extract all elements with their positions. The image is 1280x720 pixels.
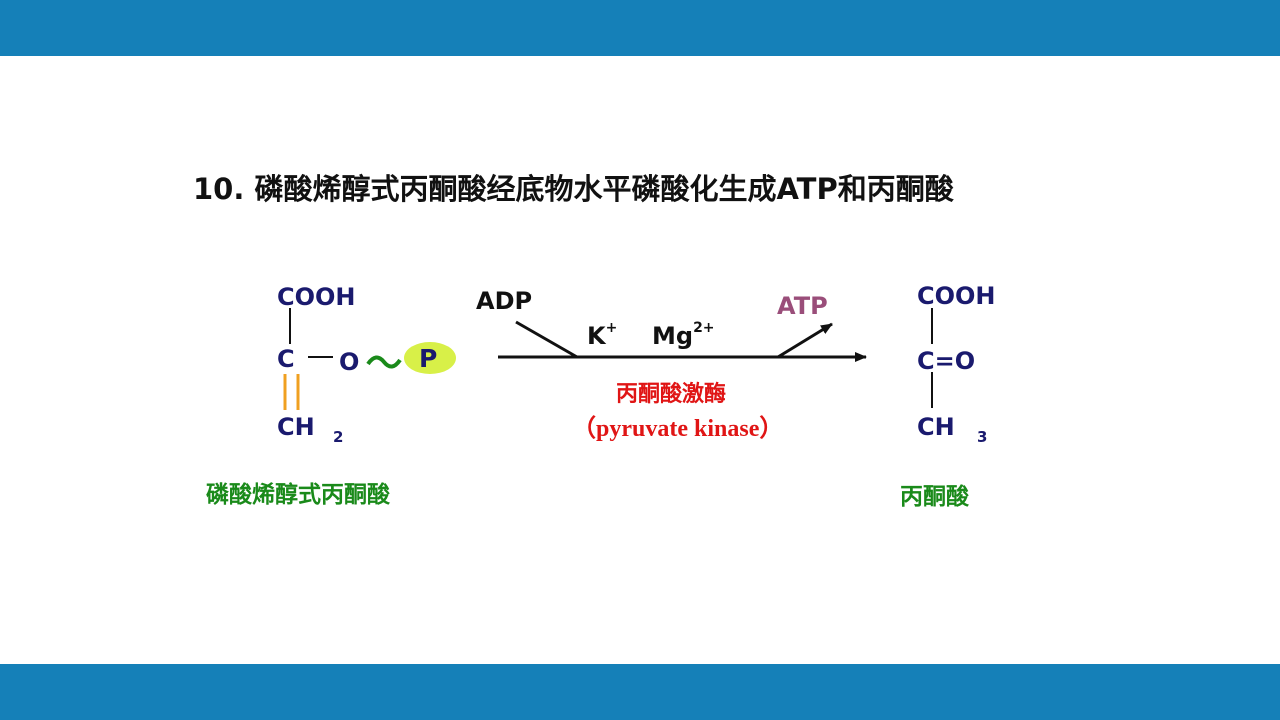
atp-label: ATP xyxy=(777,292,828,320)
substrate-subscript: 2 xyxy=(333,428,344,446)
product-cooh: COOH xyxy=(917,282,996,310)
adp-input-line xyxy=(515,320,578,359)
phosphate-highlight xyxy=(404,342,456,374)
high-energy-bond-squiggle xyxy=(366,355,402,369)
footer-bar xyxy=(0,664,1280,720)
slide-title: 10. 磷酸烯醇式丙酮酸经底物水平磷酸化生成ATP和丙酮酸 xyxy=(193,172,954,206)
substrate-name: 磷酸烯醇式丙酮酸 xyxy=(206,482,390,508)
magnesium-ion: Mg2+ xyxy=(652,320,715,350)
potassium-ion: K+ xyxy=(587,320,618,350)
product-subscript: 3 xyxy=(977,428,988,446)
substrate-c: C xyxy=(277,345,295,373)
adp-label: ADP xyxy=(476,287,533,315)
product-carbonyl: C=O xyxy=(917,347,976,375)
product-ch: CH xyxy=(917,413,955,441)
atp-output-line xyxy=(777,322,833,359)
substrate-cooh: COOH xyxy=(277,283,356,311)
substrate-o: O xyxy=(339,348,360,376)
enzyme-name-en: （pyruvate kinase） xyxy=(572,416,784,442)
header-bar xyxy=(0,0,1280,56)
substrate-ch: CH xyxy=(277,413,315,441)
enzyme-name-cn: 丙酮酸激酶 xyxy=(616,382,727,407)
product-name: 丙酮酸 xyxy=(900,484,969,510)
phosphate-p: P xyxy=(419,344,438,373)
